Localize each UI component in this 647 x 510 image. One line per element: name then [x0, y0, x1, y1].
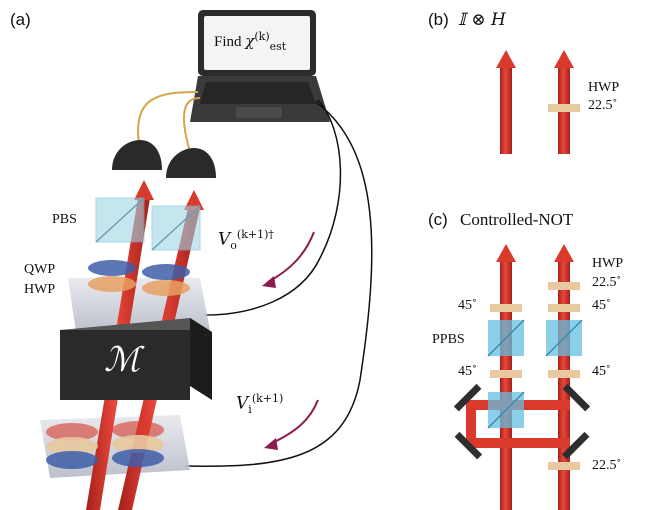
beam-b-left: [496, 50, 516, 154]
signal-out-label: Vo(k+1)†: [218, 228, 274, 253]
panel-b-hwp-label: HWP: [588, 80, 620, 95]
upper-waveplates: [88, 260, 190, 296]
fiber-left: [137, 91, 199, 151]
panel-c-angle-row2-left: 45˚: [458, 364, 477, 379]
panel-a-letter: (a): [10, 10, 31, 29]
panel-c-angle-bottom-right: 22.5˚: [592, 458, 622, 473]
panel-b-letter: (b): [428, 10, 449, 29]
signal-in-label: Vi(k+1): [236, 392, 284, 417]
signal-out-arrowhead: [262, 276, 276, 288]
laptop-trackpad: [236, 107, 282, 118]
matrix-box: [60, 318, 212, 400]
laptop-find-label: Find: [214, 34, 242, 50]
ppbs-cubes: [487, 319, 583, 429]
panel-c-hwp-label: HWP: [592, 256, 624, 271]
panel-b-hwp-angle: 22.5˚: [588, 98, 618, 113]
hwp-b: [548, 104, 580, 112]
pbs-cubes: [95, 197, 201, 251]
signal-out-arrow: [267, 231, 315, 283]
detector-right: [166, 148, 216, 178]
cable-in: [184, 101, 373, 467]
pbs-label: PBS: [52, 212, 77, 227]
laptop-screen-text: Find χ(k)est: [214, 30, 286, 53]
laptop-chi: χ(k)est: [245, 30, 287, 53]
laptop: [190, 10, 330, 122]
detector-left: [112, 140, 162, 170]
panel-b-formula: 𝕀 ⊗ H: [458, 10, 506, 30]
panel-c-letter: (c): [428, 210, 448, 229]
panel-c-angle-row2-right: 45˚: [592, 364, 611, 379]
panel-c-ppbs-label: PPBS: [432, 332, 465, 347]
laptop-keys: [200, 82, 316, 104]
panel-c-angle-top-right: 22.5˚: [592, 275, 622, 290]
hwp-label: HWP: [24, 282, 56, 297]
cable-out: [204, 99, 342, 316]
matrix-label: ℳ: [104, 340, 141, 380]
signal-in-arrowhead: [264, 438, 278, 450]
panel-c-angle-row1-right: 45˚: [592, 298, 611, 313]
panel-c-angle-row1-left: 45˚: [458, 298, 477, 313]
laptop-screen: [204, 16, 310, 70]
panel-c-title: Controlled-NOT: [460, 210, 574, 229]
qwp-label: QWP: [24, 262, 56, 277]
cnot-mirrors: [453, 383, 591, 460]
lower-waveplates: [46, 421, 164, 469]
signal-in-arrow: [269, 399, 319, 445]
cnot-waveplates: [490, 282, 580, 470]
beam-b-right: [548, 50, 580, 154]
fiber-right: [182, 97, 201, 153]
